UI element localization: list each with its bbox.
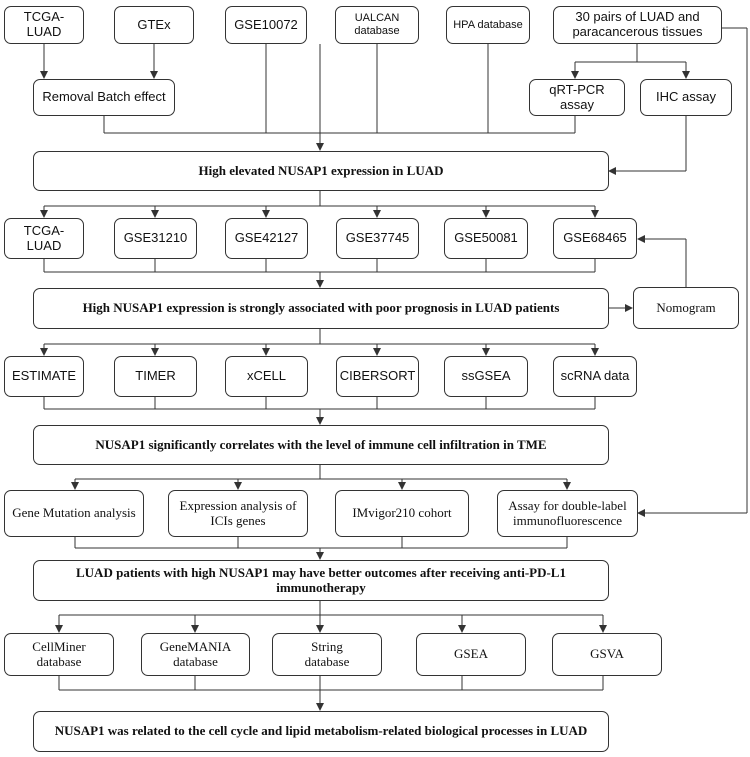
gsea-label: GSEA (454, 646, 488, 662)
method-label: ESTIMATE (11, 368, 77, 384)
nomogram: Nomogram (633, 287, 739, 329)
source-ualcan-line2: database (354, 25, 400, 37)
method-label: TIMER (135, 368, 176, 384)
genemania-line1: GeneMANIA (159, 638, 232, 654)
source-hpa-label: HPA database (453, 18, 523, 31)
cellminer-line2: database (36, 653, 82, 669)
source-gse10072-label: GSE10072 (234, 16, 298, 32)
method-xcell: xCELL (225, 356, 308, 397)
finding4-text: LUAD patients with high NUSAP1 may have … (76, 564, 566, 595)
dataset-label: GSE31210 (123, 230, 188, 246)
icis-line1: Expression analysis of (179, 497, 297, 513)
source-ualcan-line1: UALCAN (354, 12, 400, 25)
tool-gsva: GSVA (552, 633, 662, 676)
gene-mutation-analysis: Gene Mutation analysis (4, 490, 144, 537)
dataset-tcga-luad: TCGA-LUAD (4, 218, 84, 259)
gene-mutation-label: Gene Mutation analysis (12, 505, 136, 521)
assay-line2: immunofluorescence (512, 512, 622, 528)
dataset-label: GSE50081 (454, 230, 518, 246)
source-tcga-luad: TCGA-LUAD (4, 6, 84, 44)
gsva-label: GSVA (590, 646, 624, 662)
method-label: CIBERSORT (339, 368, 416, 384)
dataset-gse31210: GSE31210 (114, 218, 197, 259)
tool-gsea: GSEA (416, 633, 526, 676)
method-timer: TIMER (114, 356, 197, 397)
method-label: scRNA data (560, 368, 630, 384)
finding1-text: High elevated NUSAP1 expression in LUAD (198, 162, 444, 178)
icis-line2: ICIs genes (210, 512, 266, 528)
ihc-assay: IHC assay (640, 79, 732, 116)
finding5-text: NUSAP1 was related to the cell cycle and… (54, 723, 588, 739)
removal-batch-label: Removal Batch effect (42, 89, 166, 105)
ihc-label: IHC assay (656, 89, 716, 105)
source-tcga-label: TCGA-LUAD (23, 9, 65, 39)
removal-batch-effect: Removal Batch effect (33, 79, 175, 116)
source-gtex-label: GTEx (137, 16, 171, 32)
imvigor210-cohort: IMvigor210 cohort (335, 490, 469, 537)
dataset-gse50081: GSE50081 (444, 218, 528, 259)
method-scrna: scRNA data (553, 356, 637, 397)
nomogram-label: Nomogram (656, 299, 716, 315)
method-ssgsea: ssGSEA (444, 356, 528, 397)
method-estimate: ESTIMATE (4, 356, 84, 397)
qrtpcr-assay: qRT-PCR assay (529, 79, 625, 116)
finding3-text: NUSAP1 significantly correlates with the… (95, 436, 547, 452)
source-gse10072: GSE10072 (225, 6, 307, 44)
assay-line1: Assay for double-label (508, 497, 627, 513)
dataset-label: TCGA-LUAD (23, 222, 65, 253)
finding-poor-prognosis: High NUSAP1 expression is strongly assoc… (33, 288, 609, 329)
source-gtex: GTEx (114, 6, 194, 44)
dataset-gse42127: GSE42127 (225, 218, 308, 259)
finding-elevated-expression: High elevated NUSAP1 expression in LUAD (33, 151, 609, 191)
method-label: ssGSEA (461, 368, 511, 384)
finding-cell-cycle-lipid: NUSAP1 was related to the cell cycle and… (33, 711, 609, 752)
finding-immune-infiltration: NUSAP1 significantly correlates with the… (33, 425, 609, 465)
qrtpcr-label: qRT-PCR assay (549, 81, 605, 112)
method-label: xCELL (246, 368, 287, 384)
source-hpa: HPA database (446, 6, 530, 44)
method-cibersort: CIBERSORT (336, 356, 419, 397)
dataset-label: GSE42127 (234, 230, 299, 246)
dataset-label: GSE68465 (563, 230, 627, 246)
cellminer-line1: CellMiner (32, 638, 86, 654)
string-line1: String (311, 638, 343, 654)
source-tissues-line1: 30 pairs of LUAD and (575, 9, 700, 25)
dataset-gse68465: GSE68465 (553, 218, 637, 259)
string-line2: database (304, 653, 350, 669)
dataset-gse37745: GSE37745 (336, 218, 419, 259)
imvigor-label: IMvigor210 cohort (352, 505, 452, 521)
dataset-label: GSE37745 (345, 230, 410, 246)
source-tissues-line2: paracancerous tissues (572, 24, 703, 39)
finding2-text: High NUSAP1 expression is strongly assoc… (82, 300, 560, 316)
finding-immunotherapy-outcome: LUAD patients with high NUSAP1 may have … (33, 560, 609, 601)
genemania-line2: database (173, 653, 218, 669)
